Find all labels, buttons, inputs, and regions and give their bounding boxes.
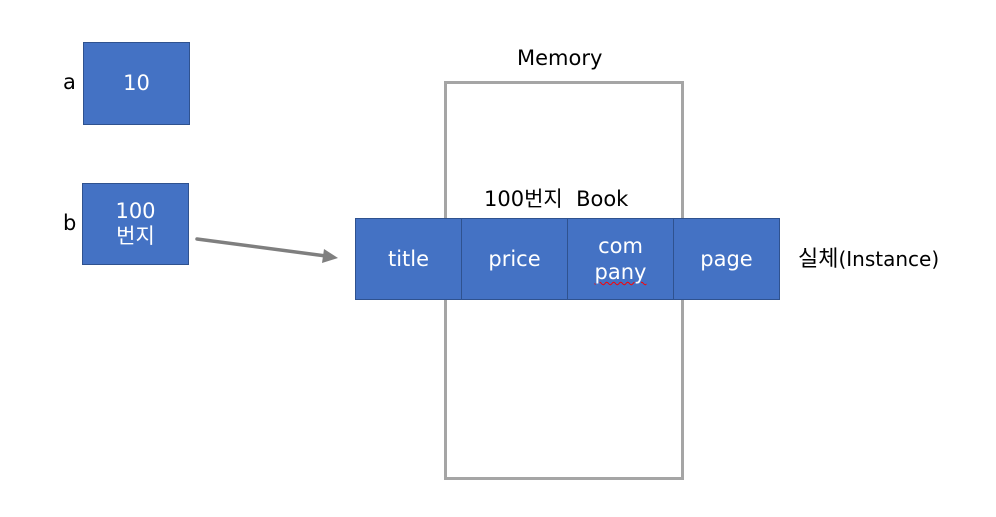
- variable-b-label: b: [63, 211, 77, 235]
- memory-title: Memory: [517, 46, 603, 70]
- field-company-label-line2: pany: [594, 260, 647, 284]
- field-price-label: price: [488, 246, 541, 271]
- instance-label-ko: 실체: [798, 247, 839, 272]
- variable-a-value: 10: [123, 70, 150, 95]
- variable-b-box: 100 번지: [82, 183, 189, 265]
- variable-a-label: a: [63, 70, 76, 94]
- field-title: title: [356, 219, 462, 299]
- variable-b-value-line1: 100: [115, 198, 156, 223]
- variable-b-value-line2: 번지: [116, 224, 155, 248]
- field-title-label: title: [387, 246, 430, 271]
- field-company: com pany: [568, 219, 674, 299]
- field-page: page: [674, 219, 779, 299]
- reference-arrow-line: [195, 237, 328, 258]
- field-page-label: page: [700, 246, 753, 271]
- book-instance: title price com pany page: [355, 218, 780, 300]
- field-company-label-line1: com: [598, 233, 643, 258]
- object-address-label: 100번지 Book: [484, 187, 629, 211]
- reference-arrow-head: [322, 249, 338, 263]
- instance-label: 실체(Instance): [798, 249, 939, 271]
- field-price: price: [462, 219, 568, 299]
- instance-label-en: (Instance): [838, 247, 940, 271]
- variable-a-box: 10: [83, 42, 190, 125]
